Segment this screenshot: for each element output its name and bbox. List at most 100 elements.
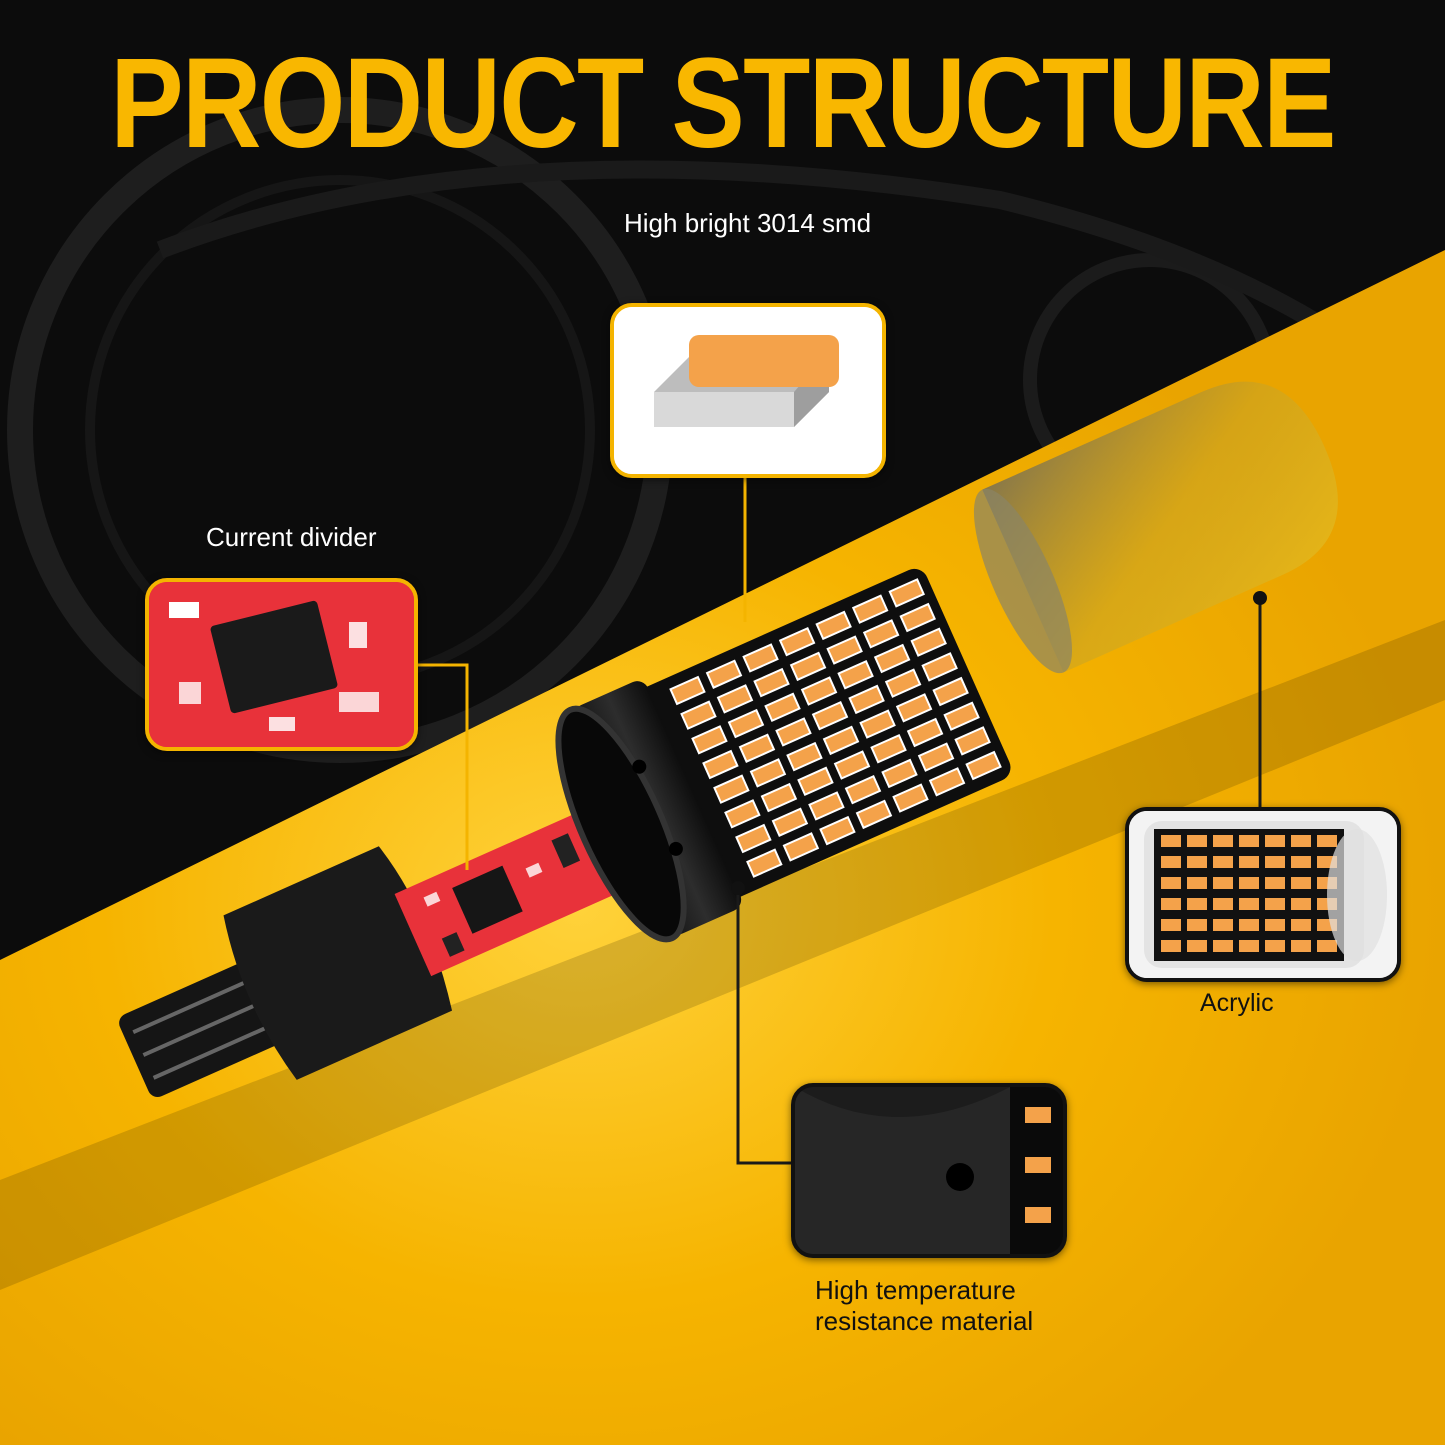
smd-chip-icon <box>614 307 882 474</box>
led-chip <box>943 701 980 731</box>
led-chip <box>1213 898 1233 910</box>
callout-acrylic <box>1125 807 1401 982</box>
led-chip <box>1317 835 1337 847</box>
led-chip <box>862 619 900 649</box>
led-chip <box>1213 856 1233 868</box>
led-chip <box>954 726 991 756</box>
led-chip <box>1187 940 1207 952</box>
led-chip <box>753 667 790 698</box>
led-chip <box>921 652 958 682</box>
collar-closeup-icon <box>795 1087 1063 1254</box>
led-chip <box>1239 835 1259 847</box>
led-chip <box>1213 835 1233 847</box>
led-chip <box>1291 898 1311 910</box>
led-chip <box>1265 898 1285 910</box>
led-chip <box>738 733 776 763</box>
led-chip <box>1239 856 1259 868</box>
led-chip <box>800 676 838 706</box>
led-chip <box>1239 898 1259 910</box>
led-chip <box>928 767 966 797</box>
led-chip <box>786 741 823 772</box>
led-chip <box>873 643 911 674</box>
led-chip <box>1291 856 1311 868</box>
led-chip <box>888 578 925 608</box>
led-chip <box>691 725 728 755</box>
led-chip <box>1265 835 1285 847</box>
led-chip <box>1291 940 1311 952</box>
led-chip <box>771 807 809 837</box>
led-chip <box>1187 919 1207 931</box>
led-chip <box>1265 856 1285 868</box>
led-chip <box>1213 940 1233 952</box>
callout-high-temp-material <box>791 1083 1067 1258</box>
led-chip <box>680 700 717 730</box>
led-chip <box>702 749 739 780</box>
led-chip <box>859 709 896 739</box>
label-high-temp-line1: High temperature <box>815 1275 1016 1305</box>
label-smd: High bright 3014 smd <box>624 208 872 238</box>
led-chip <box>837 660 874 690</box>
pcb-closeup-icon <box>149 582 414 747</box>
led-chip <box>833 750 871 780</box>
leader-dot-material <box>731 881 745 895</box>
led-chip <box>906 717 944 748</box>
led-chip <box>735 823 772 854</box>
led-chip <box>764 692 801 723</box>
bulb-socket <box>119 808 624 1098</box>
led-chip <box>782 832 820 862</box>
led-chip <box>1187 877 1207 889</box>
led-chip <box>892 783 929 813</box>
led-chip <box>1161 919 1181 931</box>
led-chip <box>811 700 849 731</box>
led-chip <box>742 643 779 673</box>
led-chip <box>1213 877 1233 889</box>
led-chip <box>705 659 743 689</box>
led-chip <box>1239 940 1259 952</box>
acrylic-dome <box>973 381 1338 674</box>
acrylic-bulb-icon <box>1129 811 1397 978</box>
leader-dot-acrylic <box>1253 591 1267 605</box>
label-current-divider: Current divider <box>206 522 377 552</box>
led-chip <box>884 668 922 698</box>
callout-smd-chip <box>610 303 886 478</box>
led-chip <box>910 627 947 657</box>
led-chip <box>1291 835 1311 847</box>
led-chip <box>1161 877 1181 889</box>
led-chip <box>760 782 798 813</box>
led-chip <box>851 594 889 624</box>
led-chip <box>965 750 1002 781</box>
led-chip <box>1265 940 1285 952</box>
led-chip <box>716 684 754 714</box>
led-chip <box>808 791 845 821</box>
led-chip <box>778 626 816 657</box>
page-title: PRODUCT STRUCTURE <box>110 32 1336 175</box>
led-chip <box>1161 898 1181 910</box>
led-chip <box>1187 835 1207 847</box>
led-chip <box>727 708 765 739</box>
led-chip <box>848 684 885 715</box>
led-chip <box>1317 940 1337 952</box>
led-chip <box>789 651 827 682</box>
led-chip <box>1291 919 1311 931</box>
led-chip <box>826 635 863 665</box>
label-high-temp-material: High temperature resistance material <box>815 1275 1115 1337</box>
led-chip <box>1239 877 1259 889</box>
led-chip <box>749 758 787 788</box>
led-chip <box>775 717 812 747</box>
callout-current-divider <box>145 578 418 751</box>
led-chip <box>822 725 860 756</box>
led-chip <box>855 799 893 830</box>
led-chip <box>1187 856 1207 868</box>
led-chip <box>870 734 907 764</box>
led-chip <box>819 815 856 846</box>
led-chip <box>1265 877 1285 889</box>
led-chip <box>1239 919 1259 931</box>
led-chip <box>797 766 834 797</box>
led-chip <box>1161 940 1181 952</box>
led-chip <box>844 774 882 805</box>
led-chip <box>1291 877 1311 889</box>
label-high-temp-line2: resistance material <box>815 1306 1034 1337</box>
led-chip <box>1161 835 1181 847</box>
